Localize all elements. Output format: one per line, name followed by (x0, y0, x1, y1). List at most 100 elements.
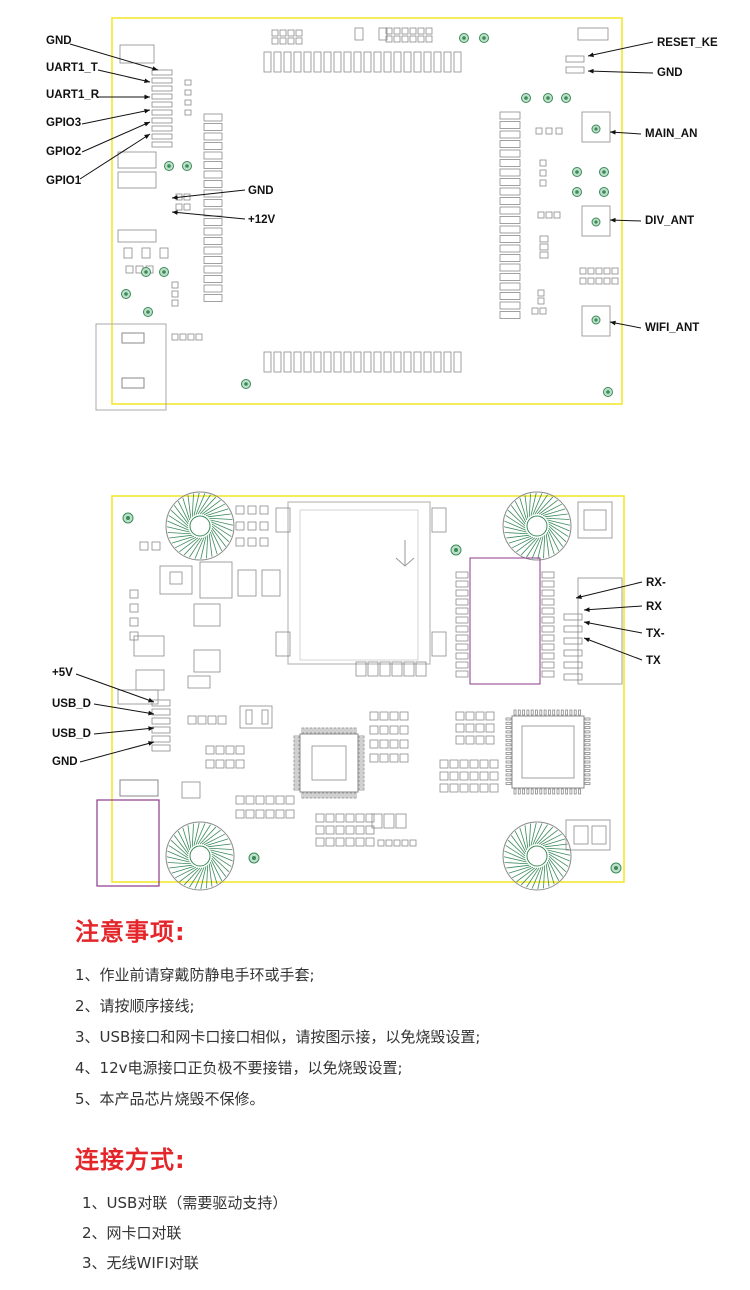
smd-pad (423, 51, 432, 73)
smd-pad (393, 51, 402, 73)
smd-pad (353, 51, 362, 73)
smd-pad (341, 792, 345, 799)
smd-pad (393, 27, 401, 35)
smd-pad (293, 767, 300, 771)
smd-pad (417, 27, 425, 35)
leader-arrow (588, 68, 594, 74)
smd-pad (459, 771, 469, 781)
smd-pad (203, 123, 223, 131)
smd-pad (489, 783, 499, 793)
smd-pad (573, 709, 577, 716)
smd-pad (455, 607, 469, 615)
smd-pad (279, 29, 287, 37)
smd-pad (541, 607, 555, 615)
smd-pad (499, 159, 521, 167)
smd-pad (203, 199, 223, 207)
smd-pad (151, 117, 173, 124)
smd-pad (581, 205, 611, 237)
via-hole (591, 315, 601, 325)
smd-pad (171, 281, 179, 289)
smd-pad (449, 771, 459, 781)
smd-pad (433, 351, 442, 373)
leader-arrow (172, 210, 178, 215)
smd-pad (369, 753, 379, 763)
smd-pad (499, 225, 521, 234)
smd-pad (401, 27, 409, 35)
smd-pad (584, 734, 591, 738)
smd-pad (313, 727, 317, 734)
smd-pad (541, 589, 555, 597)
note-item: 3、USB接口和网卡口接口相似，请按图示接，以免烧毁设置; (75, 1028, 481, 1046)
smd-pad (579, 267, 587, 275)
smd-pad (358, 771, 365, 775)
leader-line (583, 605, 643, 611)
smd-pad (475, 723, 485, 733)
smd-pad (217, 715, 227, 725)
smd-pad (587, 277, 595, 285)
smd-pad (275, 809, 285, 819)
smd-pad (265, 809, 275, 819)
smd-pad (293, 351, 302, 373)
smd-pad (439, 783, 449, 793)
smd-pad (295, 29, 303, 37)
smd-pad (499, 254, 521, 262)
smd-pad (151, 717, 171, 725)
via-hole (159, 267, 169, 277)
smd-pad (579, 277, 587, 285)
smd-pad (151, 101, 173, 108)
smd-pad (349, 792, 353, 799)
smd-pad (184, 99, 192, 106)
smd-pad (293, 775, 300, 779)
smd-pad (587, 267, 595, 275)
smd-pad (193, 603, 221, 627)
smd-pad (355, 813, 365, 823)
smd-pad (548, 788, 551, 795)
smd-pad (151, 85, 173, 92)
smd-pad (595, 267, 603, 275)
label-tx: TX (646, 655, 661, 667)
board-outline (111, 17, 623, 405)
smd-pad (369, 711, 379, 721)
sd-card-slot (287, 501, 431, 665)
smd-pad (358, 783, 365, 787)
smd-pad (151, 541, 161, 551)
via-hole (599, 167, 609, 177)
smd-pad (337, 792, 341, 799)
smd-pad (545, 127, 553, 135)
smd-pad (184, 79, 192, 86)
leader-arrow (610, 217, 616, 223)
smd-pad (499, 301, 521, 310)
smd-pad (245, 795, 255, 805)
smd-pad (475, 711, 485, 721)
smd-pad (367, 661, 379, 677)
smd-pad (315, 837, 325, 847)
smd-pad (203, 151, 223, 160)
smd-pad (565, 788, 568, 795)
smd-pad (329, 792, 333, 799)
smd-pad (584, 773, 591, 777)
smd-pad (499, 311, 521, 319)
smd-pad (117, 689, 159, 705)
smd-pad (584, 717, 591, 721)
smd-pad (275, 631, 291, 657)
smd-pad (505, 756, 512, 760)
smd-pad (541, 661, 555, 669)
leader-arrow (148, 697, 154, 703)
via-hole (248, 852, 260, 864)
via-hole (599, 187, 609, 197)
smd-pad (263, 351, 272, 373)
smd-pad (455, 580, 469, 588)
leader-arrow (172, 195, 178, 200)
inductor-coil (502, 491, 572, 561)
label-usb-d-1: USB_D (52, 698, 91, 710)
smd-pad (611, 267, 619, 275)
leader-line (583, 637, 643, 661)
smd-pad (117, 171, 157, 189)
smd-pad (285, 809, 295, 819)
smd-pad (133, 635, 165, 657)
smd-pad (358, 735, 365, 739)
smd-pad (151, 699, 171, 707)
smd-pad (455, 634, 469, 642)
via-hole (141, 267, 151, 277)
connection-item: 2、网卡口对联 (82, 1224, 182, 1242)
